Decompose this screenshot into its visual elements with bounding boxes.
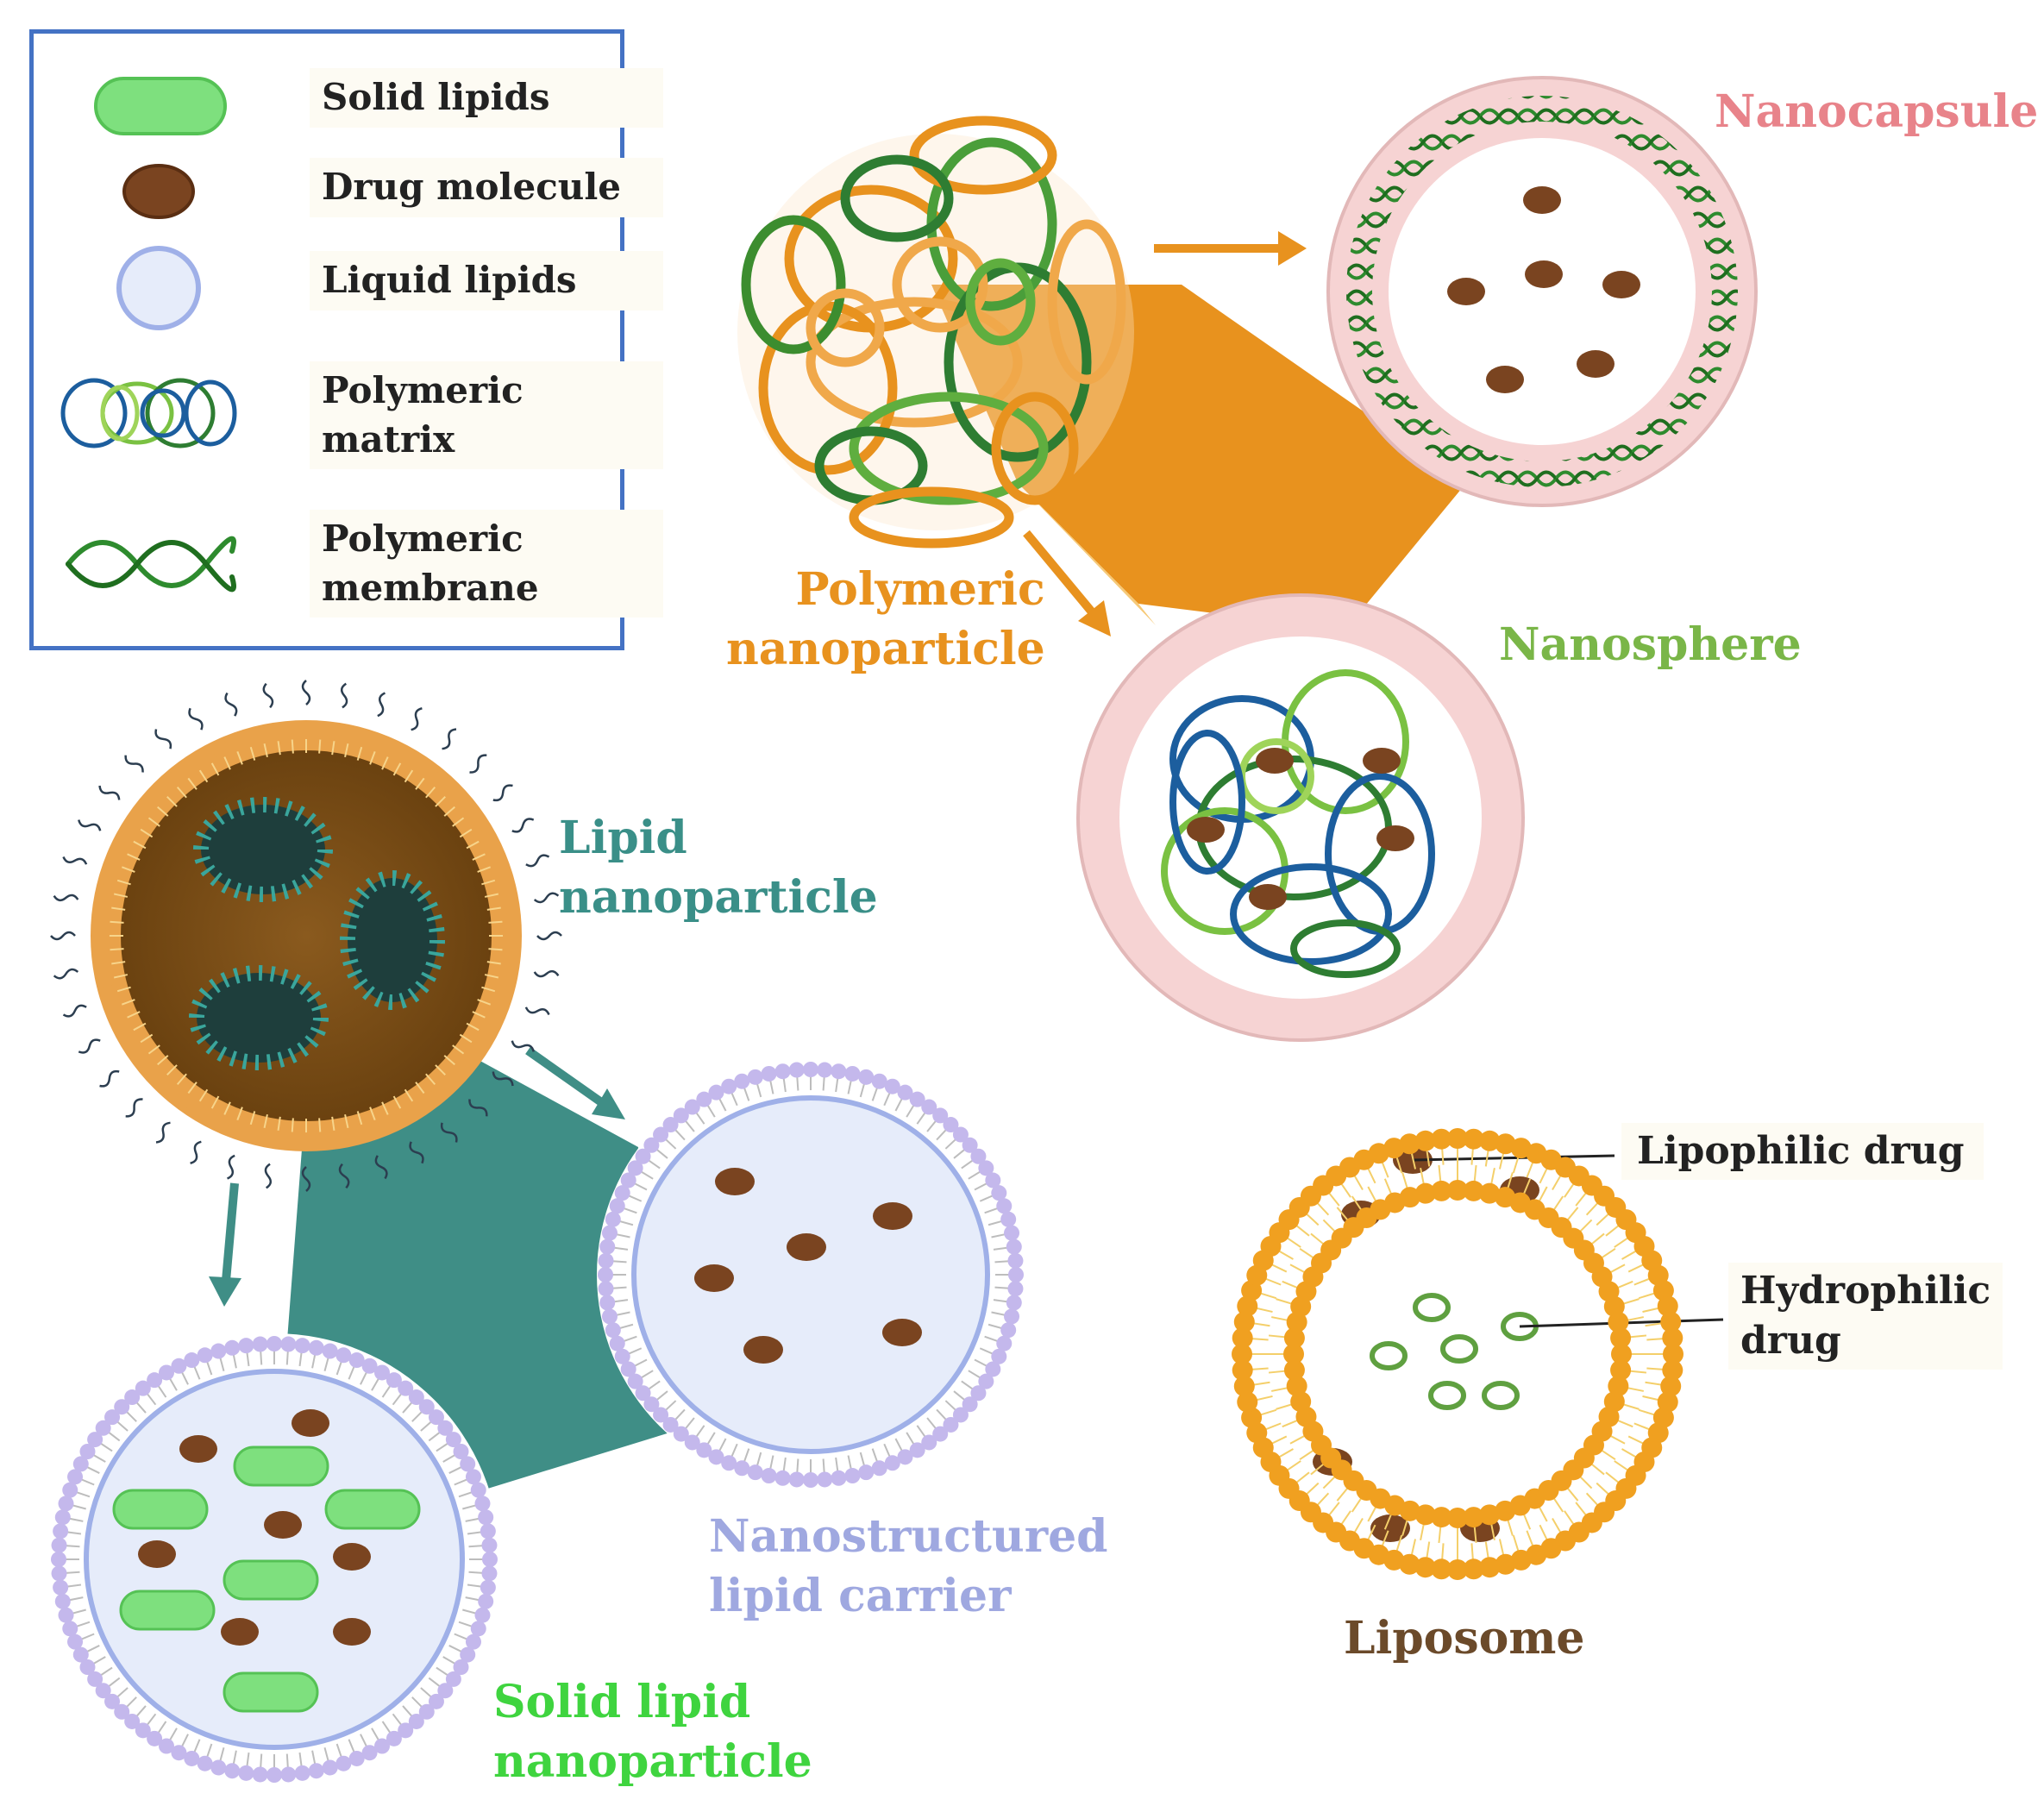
- lnp-micelle-3: [189, 965, 329, 1070]
- lipophilic-pointer: [1412, 1154, 1615, 1162]
- bead-decorations: [50, 680, 1683, 1783]
- nanosphere-graphic: [1076, 593, 1525, 1042]
- legend-label-solid-lipids: Solid lipids: [310, 68, 663, 128]
- polymeric-nanoparticle-graphic: [737, 116, 1134, 549]
- legend-icons: [60, 77, 237, 593]
- sln-graphic: [48, 1333, 500, 1785]
- nanocapsule-graphic: [1326, 76, 1758, 507]
- legend-label-drug-molecule: Drug molecule: [310, 158, 663, 217]
- polymeric-membrane-icon: [66, 536, 236, 593]
- lnp-micelle-2: [340, 870, 445, 1010]
- drug-molecule-icon: [122, 164, 195, 219]
- solid-lipids-icon: [94, 77, 227, 135]
- arrow-to-sln: [209, 1182, 241, 1307]
- nanocapsule-drugs: [1447, 186, 1640, 393]
- label-nanosphere: Nanosphere: [1499, 618, 1802, 671]
- arrow-to-nlc: [525, 1046, 625, 1119]
- liquid-lipids-icon: [116, 246, 201, 330]
- label-hydrophilic-drug: Hydrophilic drug: [1728, 1263, 2003, 1370]
- label-polymeric-nanoparticle: Polymeric nanoparticle: [726, 563, 1045, 675]
- sln-solid-lipids: [112, 1445, 421, 1713]
- legend-label-liquid-lipids: Liquid lipids: [310, 251, 663, 310]
- liposome-hydrophilic-drugs: [1370, 1293, 1539, 1410]
- lipid-nanoparticle-graphic: [91, 720, 522, 1151]
- label-solid-lipid-nanoparticle: Solid lipid nanoparticle: [493, 1676, 812, 1788]
- label-nanostructured-lipid-carrier: Nanostructured lipid carrier: [709, 1510, 1108, 1622]
- polymeric-connector-highlight: [1018, 483, 1156, 625]
- legend: Solid lipids Drug molecule Liquid lipids…: [29, 29, 663, 650]
- nanosphere-drugs: [1187, 748, 1414, 910]
- arrow-to-nanosphere: [1023, 530, 1111, 636]
- label-liposome: Liposome: [1344, 1612, 1585, 1665]
- polymeric-matrix-icon: [60, 378, 237, 449]
- lnp-micelle-1: [193, 797, 333, 902]
- sln-drugs: [138, 1409, 371, 1646]
- label-nanocapsule: Nanocapsule: [1715, 85, 2039, 138]
- arrow-to-nanocapsule: [1154, 231, 1307, 266]
- label-lipid-nanoparticle: Lipid nanoparticle: [559, 812, 878, 924]
- label-lipophilic-drug: Lipophilic drug: [1621, 1123, 1984, 1181]
- nlc-drugs: [694, 1168, 922, 1364]
- nlc-graphic: [597, 1061, 1025, 1489]
